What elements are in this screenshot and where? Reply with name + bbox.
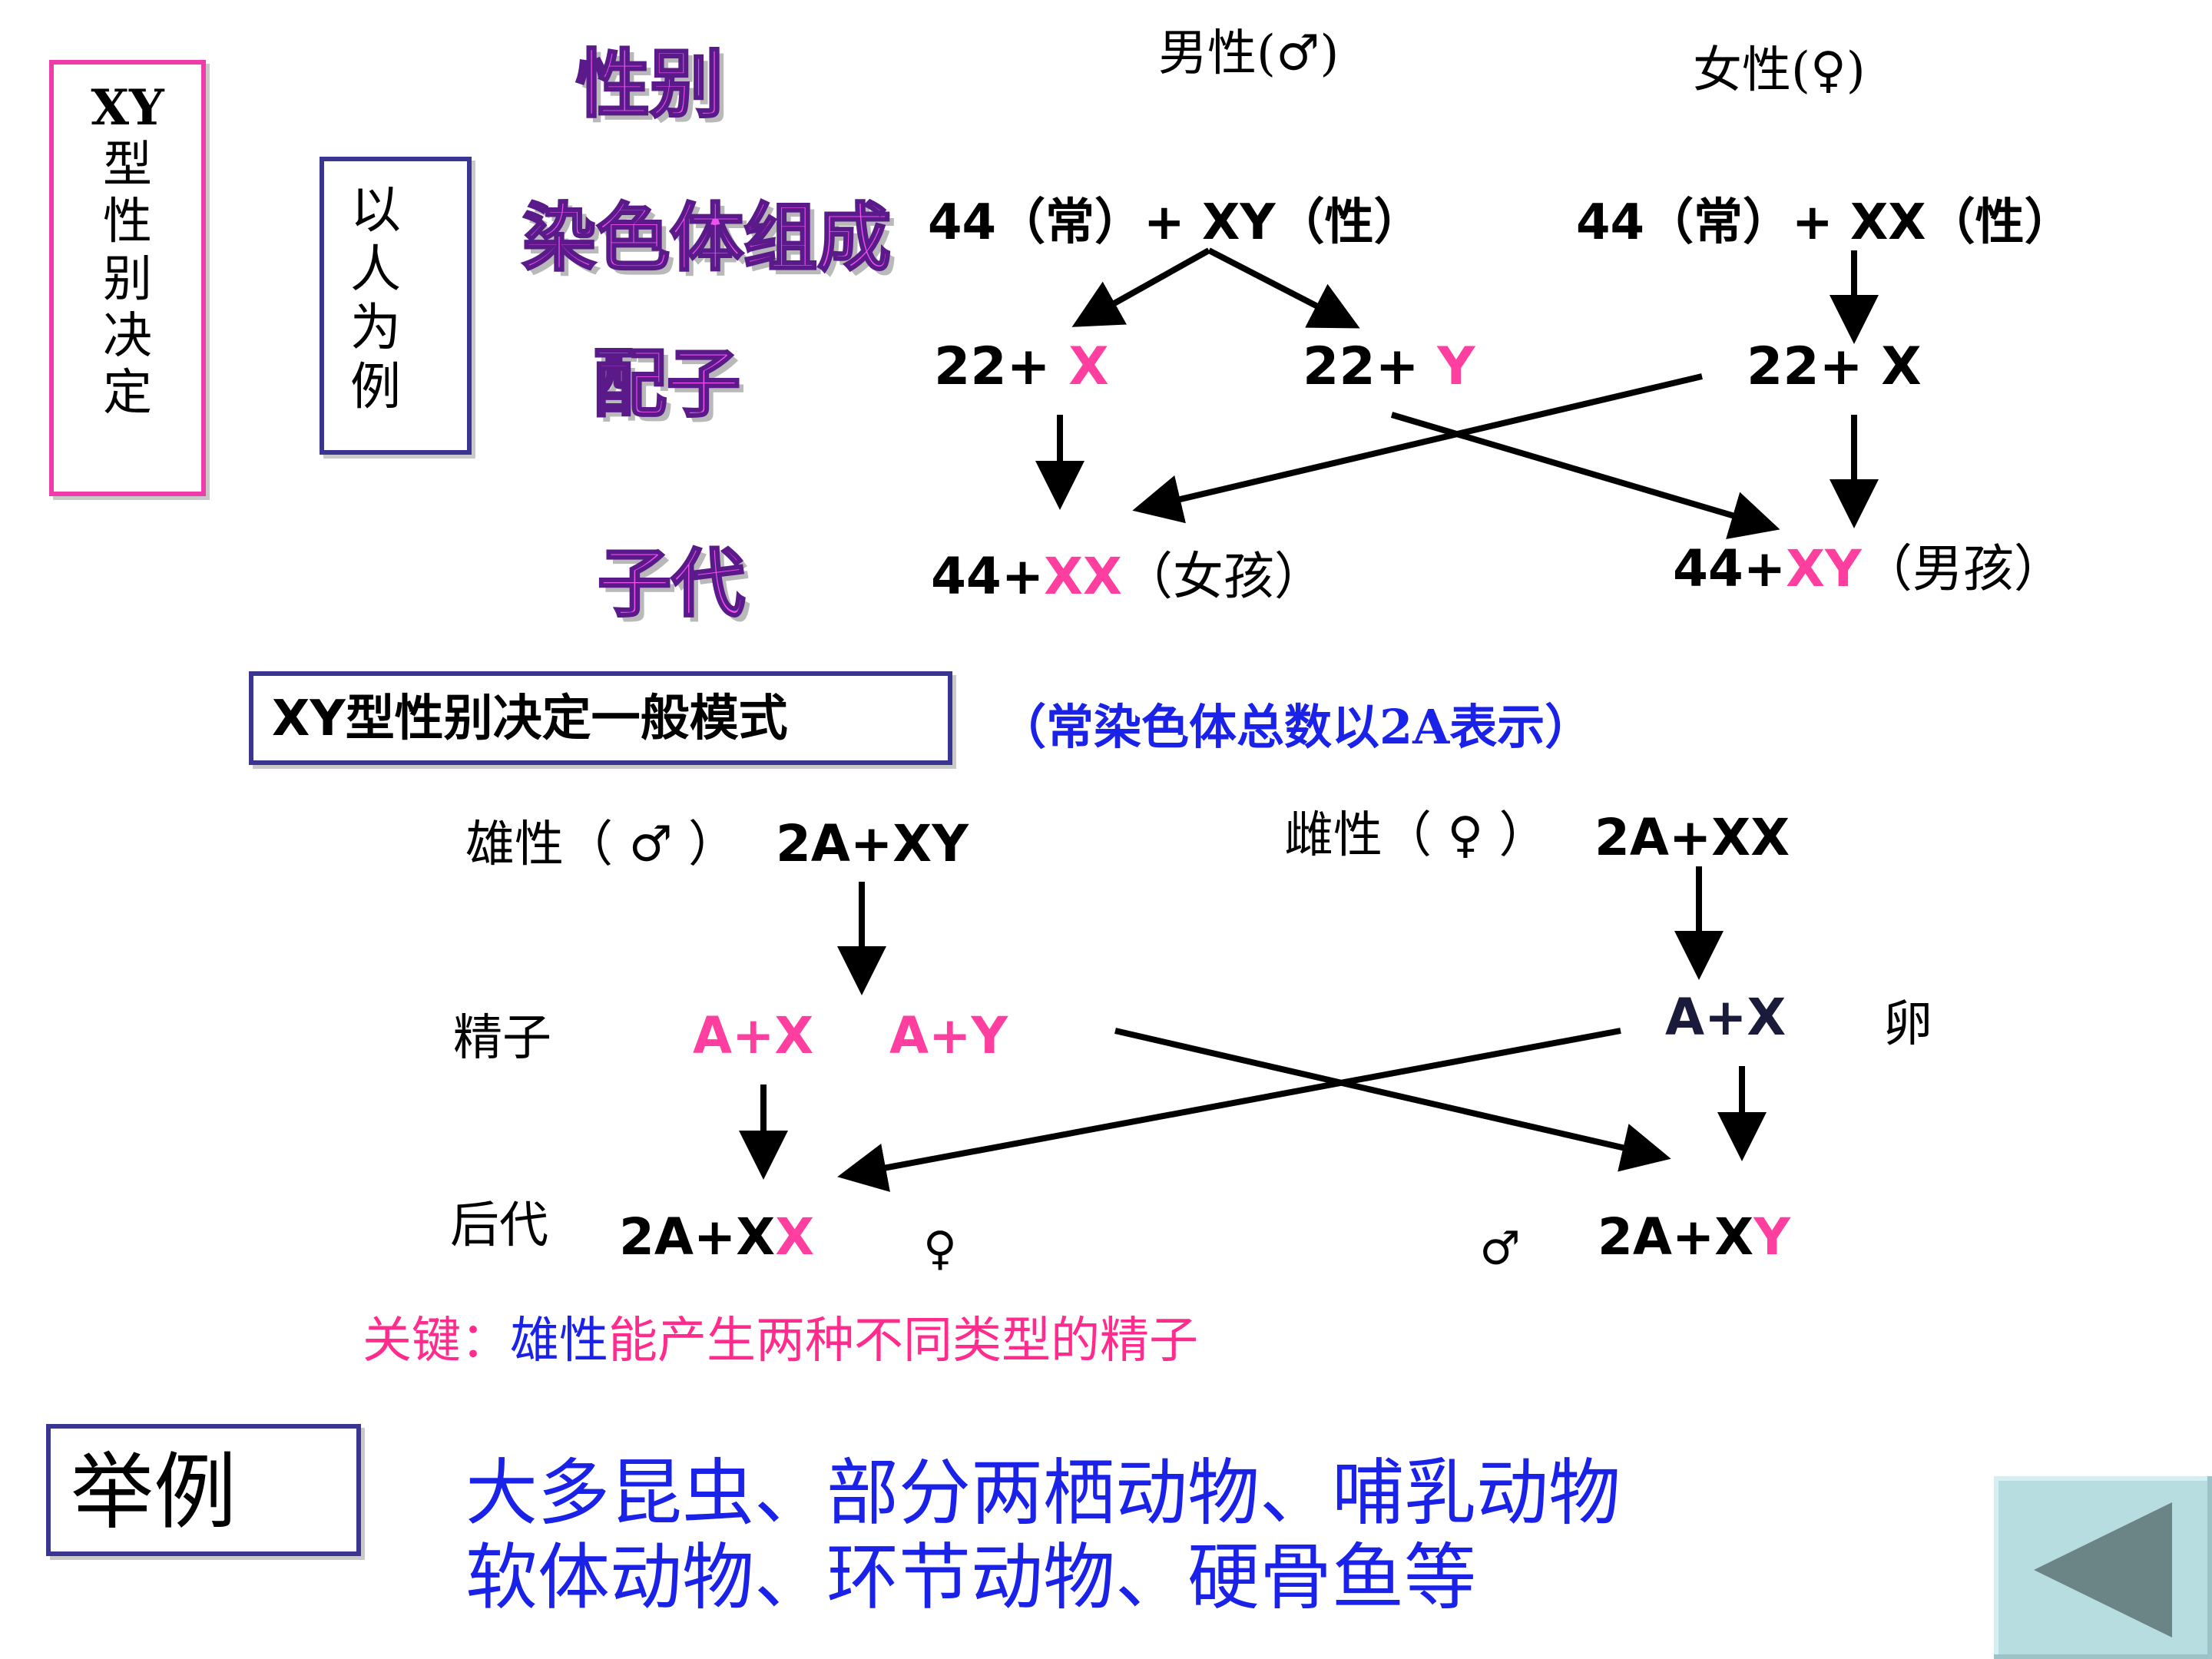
sperm-x: A+X [693, 1006, 814, 1065]
xy-type-box-text: XY 型 性 别 决 定 [91, 79, 164, 422]
offspring-girl: 44+XX（女孩） [931, 547, 1325, 606]
key-sentence: 关键：雄性能产生两种不同类型的精子 [363, 1313, 1198, 1369]
offspring-female: 2A+XX [619, 1207, 815, 1267]
examples-label: 举例 [71, 1445, 237, 1541]
male-symbol: ♂ [1479, 1222, 1521, 1276]
row-title-chromosome: 染色体组成 [522, 194, 892, 281]
offspring-label: 后代 [450, 1197, 548, 1254]
examples-line-2: 软体动物、环节动物、硬骨鱼等 [465, 1536, 1477, 1620]
triangle-left-icon [2034, 1502, 2172, 1637]
female-symbol: ♀ [923, 1222, 957, 1276]
examples-line-1: 大多昆虫、部分两栖动物、哺乳动物 [465, 1452, 1621, 1535]
gamete-male-y: 22+ Y [1303, 336, 1475, 397]
male-label: 雄性（ ♂ ） [465, 816, 738, 873]
egg-formula: A+X [1665, 988, 1786, 1047]
female-label: 雌性（ ♀ ） [1284, 807, 1548, 864]
arrow-spermy-to-male [1114, 1028, 1671, 1172]
general-model-title: XY型性别决定一般模式 [272, 690, 788, 747]
row-title-offspring: 子代 [597, 540, 747, 627]
egg-label: 卵 [1883, 996, 1932, 1053]
male-formula: 2A+XY [776, 814, 969, 873]
arrow-male-to-y [1207, 247, 1360, 329]
human-example-box [320, 157, 472, 455]
female-formula: 2A+XX [1594, 808, 1790, 867]
sperm-label: 精子 [453, 1010, 551, 1067]
back-button[interactable] [1994, 1476, 2212, 1659]
male-karyotype: 44（常）+ XY（性） [928, 194, 1423, 251]
human-example-text: 以 人 为 例 [350, 180, 401, 416]
examples-box [46, 1424, 361, 1556]
general-model-box [249, 671, 952, 765]
row-title-gamete: 配子 [592, 340, 742, 427]
arrow-y-to-boy [1390, 412, 1780, 539]
general-note: （常染色体总数以2A表示） [998, 699, 1593, 755]
offspring-boy: 44+XY（男孩） [1673, 539, 2065, 598]
xy-type-box [49, 60, 206, 496]
female-header: 女性(♀) [1693, 42, 1866, 99]
arrow-femalex-to-girl [1132, 373, 1703, 524]
gamete-female-x: 22+ X [1747, 336, 1922, 397]
female-karyotype: 44（常）+ XX（性） [1576, 194, 2074, 251]
sperm-y: A+Y [889, 1006, 1008, 1065]
arrow-male-to-x [1071, 247, 1210, 327]
male-header: 男性(♂) [1158, 25, 1339, 82]
gamete-male-x: 22+ X [934, 336, 1109, 397]
row-title-sex: 性别 [575, 41, 725, 127]
offspring-male: 2A+XY [1598, 1207, 1790, 1267]
arrow-egg-to-female [837, 1028, 1621, 1192]
